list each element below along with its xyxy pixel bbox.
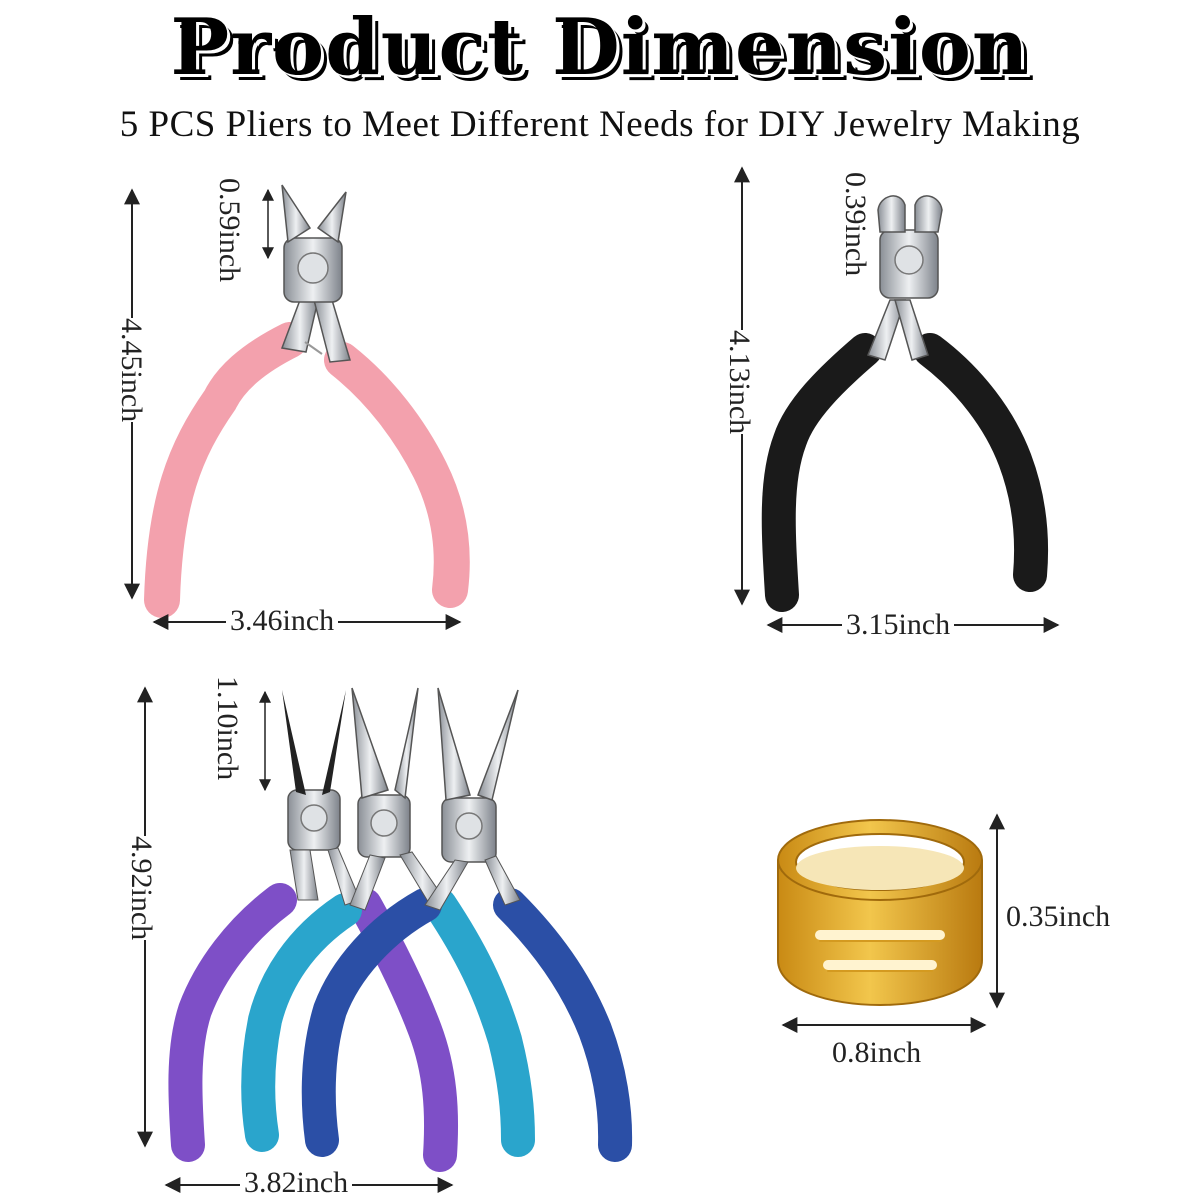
black-height-label: 4.13inch: [722, 330, 756, 435]
page-subtitle: 5 PCS Pliers to Meet Different Needs for…: [119, 104, 1081, 145]
ring-width-label: 0.8inch: [832, 1036, 922, 1070]
ring-height-label: 0.35inch: [1006, 900, 1111, 934]
set-height-label: 4.92inch: [124, 836, 158, 941]
set-width-label: 3.82inch: [240, 1166, 353, 1200]
set-jaw-label: 1.10inch: [210, 676, 244, 781]
pink-pliers-image: [144, 184, 470, 618]
page-title: Product Dimension: [170, 2, 1030, 93]
pink-width-label: 3.46inch: [226, 604, 339, 638]
jump-ring-tool-image: [777, 819, 983, 1007]
pink-jaw-label: 0.59inch: [212, 178, 246, 283]
black-pliers-image: [761, 195, 1049, 612]
black-width-label: 3.15inch: [842, 608, 955, 642]
pink-height-label: 4.45inch: [114, 318, 148, 423]
plier-set-image: [168, 687, 633, 1172]
black-jaw-label: 0.39inch: [838, 172, 872, 277]
